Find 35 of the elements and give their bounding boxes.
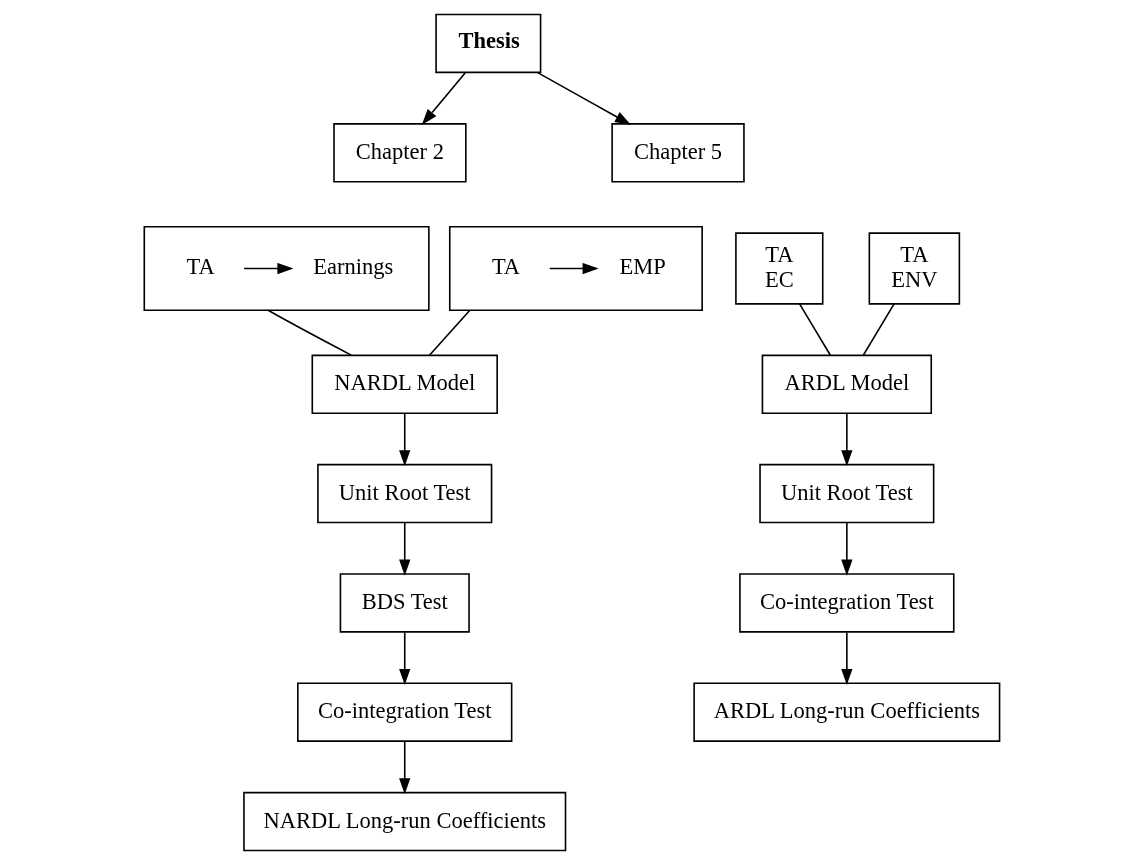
arrow [421,72,466,125]
node-box: ARDL Model [761,354,932,414]
cluster [143,225,430,312]
connector [266,309,352,356]
node-box: Co-integration Test [296,682,512,742]
node-box: NARDL Model [311,354,498,414]
node-text: EMP [619,254,666,280]
node-box: NARDL Long-run Coefficients [242,791,566,852]
node-text: TA [185,254,215,280]
arrow [840,631,852,685]
node-box: TA EC [734,232,824,305]
arrow [398,412,410,467]
arrow [398,522,410,576]
node-box: Co-integration Test [738,573,955,633]
node-box: Unit Root Test [316,463,492,524]
arrow [536,71,631,125]
arrow [548,262,599,275]
node-box: TA ENV [868,232,960,305]
node-text: TA [491,254,520,280]
cluster [448,225,703,312]
node-box: Unit Root Test [758,463,934,524]
arrow [840,412,852,467]
connector [428,309,471,356]
node-box: BDS Test [339,573,470,633]
arrow [398,631,410,685]
node-box: Chapter 5 [610,123,745,183]
node-text: Earnings [312,254,393,280]
arrow [242,262,293,275]
arrow [840,522,852,576]
arrow [398,740,410,795]
node-box: Thesis [434,13,541,74]
node-box: ARDL Long-run Coefficients [692,682,1000,742]
connector [798,303,831,356]
node-box: Chapter 2 [332,123,467,183]
connector [862,303,895,356]
